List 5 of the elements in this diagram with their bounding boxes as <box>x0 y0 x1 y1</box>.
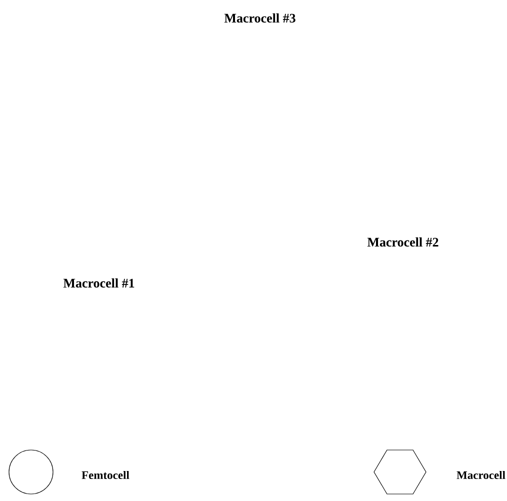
cell-label: Macrocell #1 <box>63 278 134 288</box>
legend-label: Macrocell <box>456 470 506 480</box>
legend-label: Femtocell <box>82 470 130 480</box>
cell-label: Macrocell #2 <box>367 237 438 247</box>
cell-label: Macrocell #3 <box>224 13 296 23</box>
